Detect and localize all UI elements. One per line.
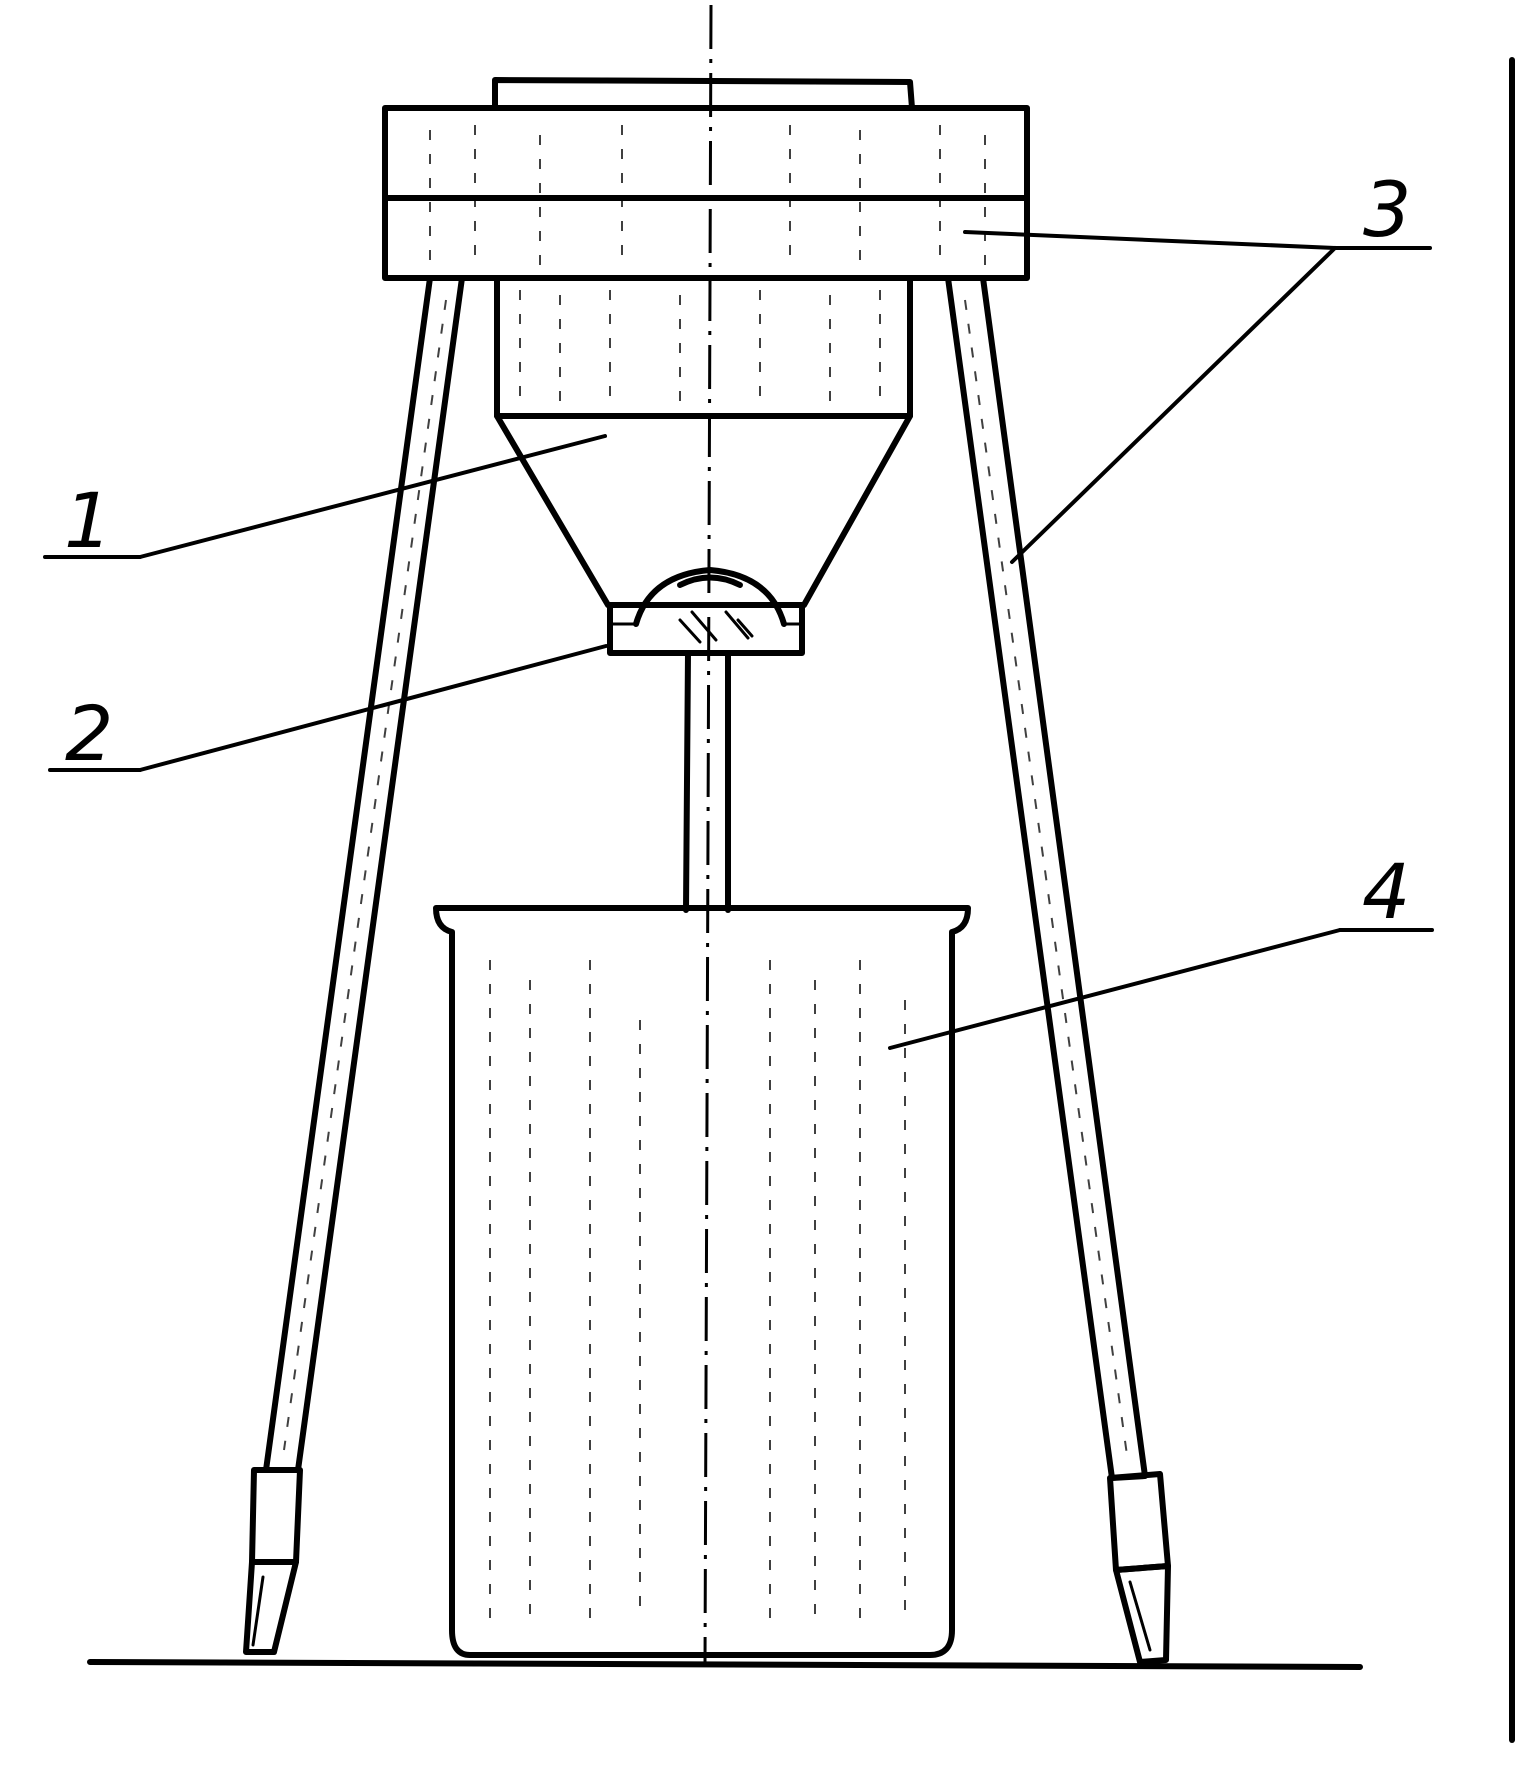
tripod-leg-left xyxy=(243,275,465,1655)
nozzle-hatch xyxy=(678,610,754,644)
callout-2: 2 xyxy=(48,644,608,778)
callout-3-label: 3 xyxy=(1363,165,1411,254)
callout-1: 1 xyxy=(43,434,607,565)
callout-4-label: 4 xyxy=(1362,847,1410,936)
funnel xyxy=(494,275,913,608)
center-axis xyxy=(703,4,713,1666)
beaker xyxy=(433,905,971,1658)
funnel-nozzle xyxy=(607,567,805,656)
top-cap xyxy=(492,77,915,111)
flow-tube xyxy=(683,650,731,913)
tripod-leg-right xyxy=(945,275,1171,1665)
tripod-head xyxy=(382,105,1030,281)
callout-3: 3 xyxy=(963,165,1432,564)
callout-2-label: 2 xyxy=(65,689,113,778)
callout-4: 4 xyxy=(888,847,1434,1050)
ground-line xyxy=(87,1659,1363,1670)
callout-1-label: 1 xyxy=(64,476,112,565)
